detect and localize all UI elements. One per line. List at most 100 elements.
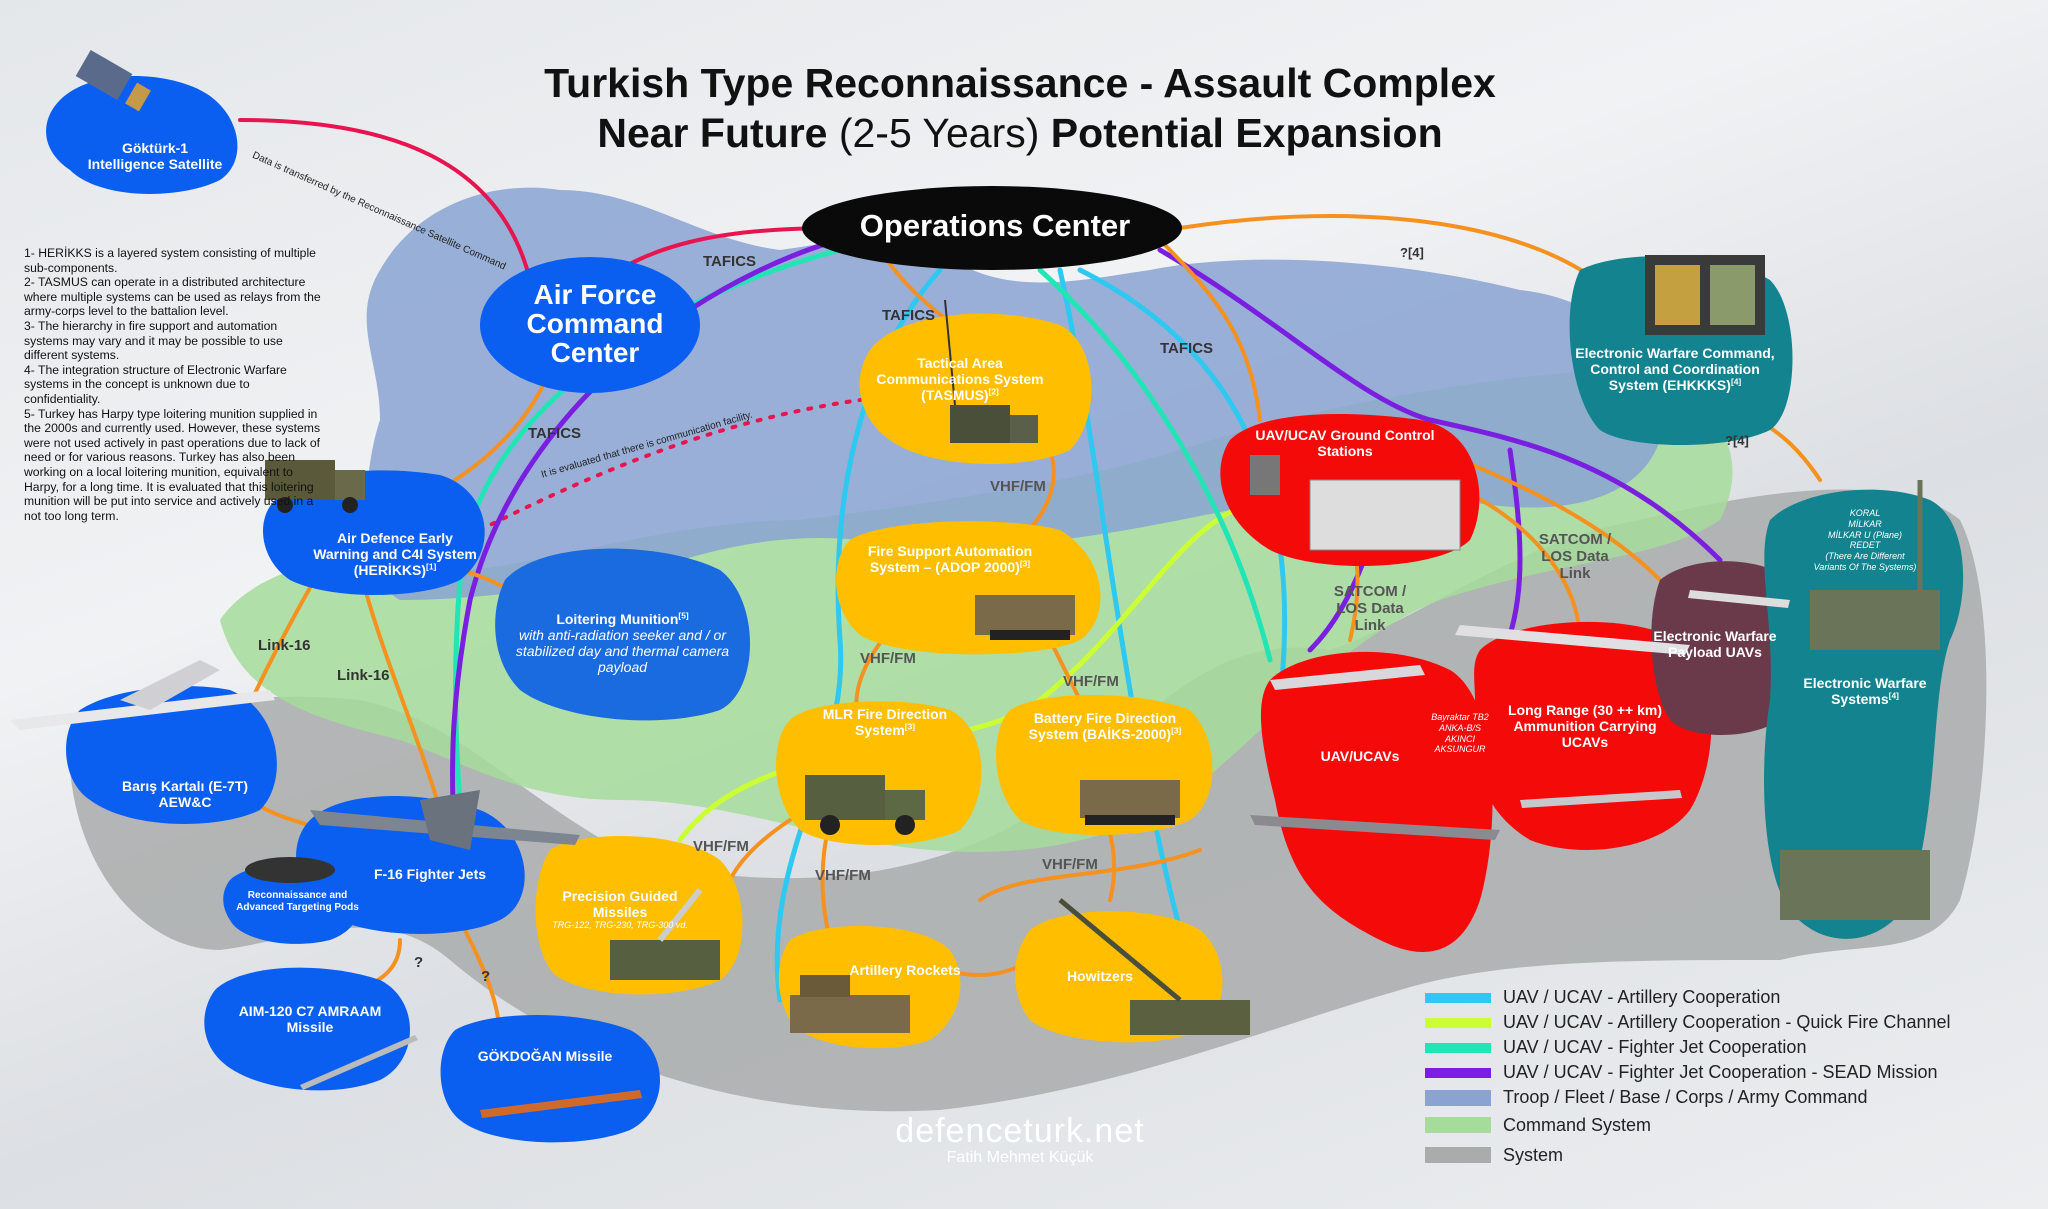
legend-item: Command System xyxy=(1425,1110,2025,1140)
legend-item: Troop / Fleet / Base / Corps / Army Comm… xyxy=(1425,1085,2025,1110)
air-force-label: Air Force Command Center xyxy=(526,279,664,368)
ucavs-label: UAV/UCAVs xyxy=(1320,748,1400,764)
tafics-label-2: TAFICS xyxy=(882,307,936,324)
f16-label: F-16 Fighter Jets xyxy=(373,866,487,882)
link-mlr-pgm xyxy=(728,818,792,882)
vhf-label-6: VHF/FM xyxy=(1042,856,1098,873)
brand-author: Fatih Mehmet Küçük xyxy=(946,1149,1094,1166)
loitering-label: Loitering Munition[5]with anti-radiation… xyxy=(515,610,730,676)
pods-node[interactable] xyxy=(223,865,361,944)
herikks-node[interactable] xyxy=(263,470,485,595)
pgm-launcher-icon xyxy=(610,888,720,980)
f16-aircraft-icon xyxy=(310,790,580,850)
legend-label: UAV / UCAV - Fighter Jet Cooperation - S… xyxy=(1503,1062,1938,1082)
howitzer-icon xyxy=(1058,898,1250,1035)
legend-swatch xyxy=(1425,1017,1491,1028)
link16-label-1: Link-16 xyxy=(258,637,311,654)
vhf-label-4: VHF/FM xyxy=(693,838,749,855)
unknown-link-label-2: ?[4] xyxy=(1725,433,1749,448)
vhf-label-1: VHF/FM xyxy=(990,478,1046,495)
gokturk-node[interactable] xyxy=(46,76,238,194)
adop-vehicle-icon xyxy=(975,595,1075,640)
ew-payload-label: Electronic Warfare Payload UAVs xyxy=(1653,628,1777,661)
legend-label: UAV / UCAV - Artillery Cooperation xyxy=(1503,987,1781,1007)
rockets-launcher-icon xyxy=(790,975,910,1033)
footnote-2: 2- TASMUS can operate in a distributed a… xyxy=(24,275,321,319)
page-title: Turkish Type Reconnaissance - Assault Co… xyxy=(440,58,1600,158)
gokdogan-label: GÖKDOĞAN Missile xyxy=(477,1048,613,1064)
legend-item: UAV / UCAV - Fighter Jet Cooperation xyxy=(1425,1035,2025,1060)
pods-label: Reconnaissance and Advanced Targeting Po… xyxy=(236,890,359,913)
e7t-aircraft-icon xyxy=(10,660,275,730)
long-range-label: Long Range (30 ++ km) Ammunition Carryin… xyxy=(1507,702,1663,751)
footnote-5: 5- Turkey has Harpy type loitering munit… xyxy=(24,406,321,523)
title-line-1: Turkish Type Reconnaissance - Assault Co… xyxy=(544,60,1496,106)
mlr-label: MLR Fire Direction System[3] xyxy=(822,706,948,739)
satcom-label-2: SATCOM / LOS Data Link xyxy=(1538,531,1612,582)
legend-item: UAV / UCAV - Fighter Jet Cooperation - S… xyxy=(1425,1060,2025,1085)
ehkkks-label: Electronic Warfare Command, Control and … xyxy=(1575,345,1775,394)
ucav-icons xyxy=(1250,625,1690,840)
e7t-node[interactable] xyxy=(66,686,277,824)
gcs-label: UAV/UCAV Ground Control Stations xyxy=(1255,427,1435,460)
legend-label: UAV / UCAV - Fighter Jet Cooperation xyxy=(1503,1037,1807,1057)
pod-icon xyxy=(245,857,335,883)
brand: defenceturk.net Fatih Mehmet Küçük xyxy=(800,1112,1240,1167)
ucavs-node[interactable] xyxy=(1260,651,1493,952)
radar-truck-icon xyxy=(265,460,365,513)
satellite-icon xyxy=(75,50,151,112)
link-comm-facility xyxy=(478,398,862,532)
ops-center-node[interactable] xyxy=(802,186,1182,270)
legend-item: UAV / UCAV - Artillery Cooperation xyxy=(1425,985,2025,1010)
footnote-3: 3- The hierarchy in fire support and aut… xyxy=(24,318,283,363)
link-herikks-f16 xyxy=(358,568,442,812)
air-force-node[interactable] xyxy=(480,257,700,393)
herikks-label: Air Defence Early Warning and C4I System… xyxy=(313,530,477,579)
loitering-node[interactable] xyxy=(495,548,750,721)
ew-truck-icons xyxy=(1780,480,1940,920)
ew-payload-uav-icon xyxy=(1688,590,1790,608)
tafics-label-1: TAFICS xyxy=(703,253,757,270)
legend-swatch xyxy=(1425,1067,1491,1078)
legend-label: UAV / UCAV - Artillery Cooperation - Qui… xyxy=(1503,1012,1951,1032)
howitzers-label: Howitzers xyxy=(1066,968,1134,984)
unknown-link-label-1: ?[4] xyxy=(1400,245,1424,260)
legend-item: System xyxy=(1425,1140,2025,1170)
unknown-link-label-4: ? xyxy=(481,968,491,985)
link16-label-2: Link-16 xyxy=(337,667,390,684)
legend-label: Troop / Fleet / Base / Corps / Army Comm… xyxy=(1503,1087,1868,1107)
mlr-truck-icon xyxy=(805,775,925,835)
legend-label: Command System xyxy=(1503,1114,1652,1135)
vhf-label-5: VHF/FM xyxy=(815,867,871,884)
title-line-2: Near Future (2-5 Years) Potential Expans… xyxy=(597,110,1443,156)
tasmus-label: Tactical Area Communications System (TAS… xyxy=(876,355,1044,404)
vhf-label-2: VHF/FM xyxy=(860,650,916,667)
ops-center-label: Operations Center xyxy=(859,208,1131,243)
gcs-shelter-icon xyxy=(1250,455,1461,551)
ew-screen-icon xyxy=(1645,255,1765,335)
legend-swatch xyxy=(1425,992,1491,1003)
link-opscenter-gcs xyxy=(1158,238,1262,422)
ew-models-label: KORAL MİLKAR MİLKAR U (Plane) REDET (The… xyxy=(1813,508,1917,572)
tafics-label-3: TAFICS xyxy=(528,425,582,442)
adop-label: Fire Support Automation System – (ADOP 2… xyxy=(867,543,1033,576)
legend: UAV / UCAV - Artillery Cooperation UAV /… xyxy=(1425,985,2025,1170)
gokdogan-node[interactable] xyxy=(440,1015,660,1143)
ucav-models-label: Bayraktar TB2 ANKA-B/S AKINCI AKSUNGUR xyxy=(1431,712,1489,755)
satcom-label-1: SATCOM / LOS Data Link xyxy=(1333,583,1407,634)
baikis-label: Battery Fire Direction System (BAİKS-200… xyxy=(1028,710,1182,743)
legend-swatch xyxy=(1425,1147,1491,1163)
link-satellite-airforce xyxy=(238,118,532,282)
footnote-4: 4- The integration structure of Electron… xyxy=(24,362,287,406)
rockets-label: Artillery Rockets xyxy=(849,962,961,978)
e7t-label: Barış Kartalı (E-7T) AEW&C xyxy=(121,778,249,811)
brand-site: defenceturk.net xyxy=(895,1112,1145,1150)
footnotes: 1- HERİKKS is a layered system consistin… xyxy=(24,246,324,523)
legend-swatch xyxy=(1425,1117,1491,1133)
link-sead-opscenter xyxy=(1157,247,1723,563)
legend-swatch xyxy=(1425,1042,1491,1053)
aim120-label: AIM-120 C7 AMRAAM Missile xyxy=(238,1003,382,1036)
gokdogan-missile-icon xyxy=(480,1090,642,1118)
